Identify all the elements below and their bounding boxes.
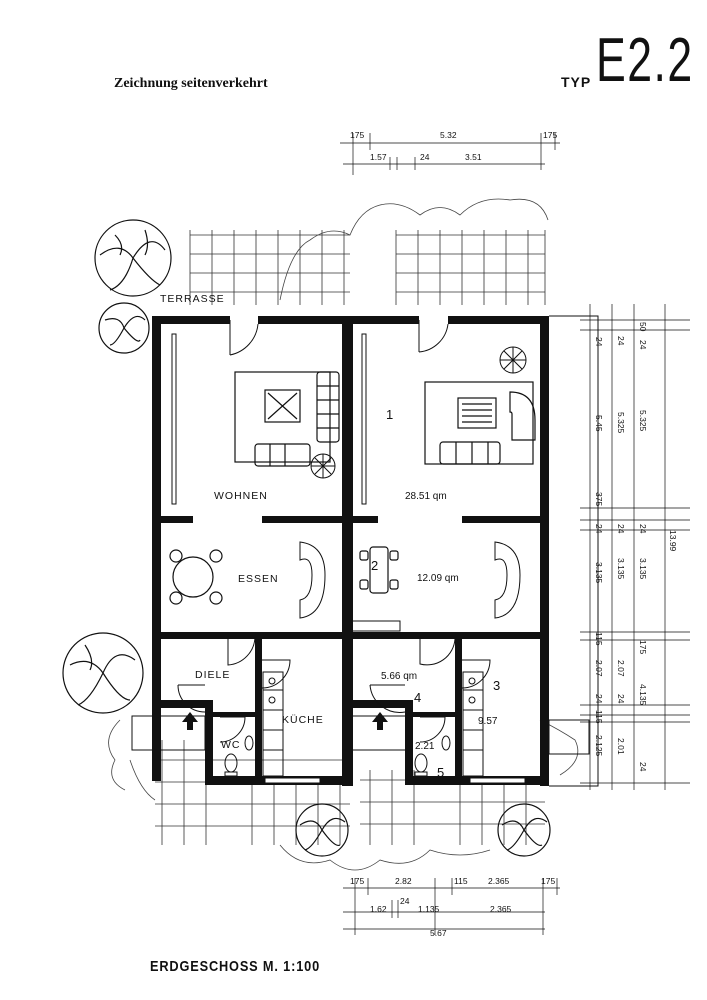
side-structure bbox=[549, 315, 599, 787]
dim-right-16: 24 bbox=[616, 694, 626, 704]
dim-right-24: 4.135 bbox=[638, 684, 648, 706]
terrace-paving bbox=[155, 230, 546, 845]
room-label-wohnen: WOHNEN bbox=[214, 490, 268, 502]
dim-right-25: 24 bbox=[638, 762, 648, 772]
type-code: E2.2 bbox=[596, 26, 694, 95]
dim-bottom-2: 2.82 bbox=[395, 876, 412, 886]
dim-right-3: 375 bbox=[594, 492, 604, 506]
dim-right-13: 24 bbox=[616, 524, 626, 534]
dim-right-22: 3.135 bbox=[638, 558, 648, 580]
dim-bottom-1: 175 bbox=[350, 876, 364, 886]
tree-icon bbox=[62, 632, 144, 714]
dim-top-6: 3.51 bbox=[465, 152, 482, 162]
entrance-canopy bbox=[131, 715, 590, 755]
dim-right-18: 50 bbox=[638, 322, 648, 332]
room-area-3: 9.57 bbox=[478, 716, 498, 727]
toilet-icon bbox=[414, 735, 451, 777]
dining-table bbox=[169, 549, 223, 605]
dim-top-1: 175 bbox=[350, 130, 364, 140]
dim-right-19: 24 bbox=[638, 340, 648, 350]
room-number-5: 5 bbox=[437, 765, 444, 780]
dim-right-9: 115 bbox=[594, 710, 604, 724]
dim-right-6: 115 bbox=[594, 632, 604, 646]
room-area-1: 28.51 qm bbox=[405, 491, 447, 502]
room-label-diele: DIELE bbox=[195, 669, 230, 681]
windows bbox=[171, 333, 526, 784]
room-number-3: 3 bbox=[493, 678, 500, 693]
dining-table bbox=[359, 546, 399, 594]
dim-bottom-5: 175 bbox=[541, 876, 555, 886]
dim-bottom-4: 2.365 bbox=[488, 876, 510, 886]
drawing-note: Zeichnung seitenverkehrt bbox=[114, 76, 268, 91]
dim-bottom-7: 24 bbox=[400, 896, 410, 906]
room-number-2: 2 bbox=[371, 558, 378, 573]
room-area-5: 2.21 bbox=[415, 741, 435, 752]
hedge-outline bbox=[108, 198, 579, 871]
tree-icon bbox=[295, 803, 349, 857]
dim-right-10: 2.125 bbox=[594, 735, 604, 757]
dim-top-2: 5.32 bbox=[440, 130, 457, 140]
plant-icon bbox=[499, 346, 527, 374]
dim-right-7: 2.07 bbox=[594, 660, 604, 677]
room-label-terrasse: TERRASSE bbox=[160, 293, 225, 305]
dim-right-17: 2.01 bbox=[616, 738, 626, 755]
dim-bottom-6: 1.62 bbox=[370, 904, 387, 914]
dim-right-23: 175 bbox=[638, 640, 648, 654]
dim-bottom-total: 5.67 bbox=[430, 928, 447, 938]
room-label-wc: WC bbox=[221, 739, 241, 751]
room-area-4: 5.66 qm bbox=[381, 671, 417, 682]
entrance-arrow-icon bbox=[182, 712, 388, 730]
dim-top-3: 175 bbox=[543, 130, 557, 140]
toilet-icon bbox=[224, 735, 254, 777]
dim-right-11: 24 bbox=[616, 336, 626, 346]
dim-right-1: 24 bbox=[594, 337, 604, 347]
floor-caption: ERDGESCHOSS M. 1:100 bbox=[150, 958, 321, 975]
dimension-lines-bottom bbox=[343, 878, 560, 935]
dim-bottom-8: 1.135 bbox=[418, 904, 440, 914]
dim-right-12: 5.325 bbox=[616, 412, 626, 434]
tree-icon bbox=[94, 219, 172, 297]
dim-right-8: 24 bbox=[594, 694, 604, 704]
room-area-2: 12.09 qm bbox=[417, 573, 459, 584]
room-number-4: 4 bbox=[414, 690, 421, 705]
dim-right-20: 5.325 bbox=[638, 410, 648, 432]
dim-right-14: 3.135 bbox=[616, 558, 626, 580]
room-label-essen: ESSEN bbox=[238, 573, 279, 585]
type-label: TYP bbox=[561, 74, 592, 90]
room-number-1: 1 bbox=[386, 407, 393, 422]
dim-right-total: 13.99 bbox=[668, 530, 678, 552]
dim-bottom-3: 115 bbox=[454, 876, 468, 886]
dim-right-2: 5.45 bbox=[594, 415, 604, 432]
interior-walls bbox=[161, 516, 542, 782]
room-label-kueche: KÜCHE bbox=[282, 714, 324, 726]
tree-icon bbox=[98, 302, 150, 354]
dimension-lines-right bbox=[580, 304, 690, 790]
sofa-set bbox=[234, 371, 340, 467]
dim-right-5: 3.135 bbox=[594, 562, 604, 584]
dimension-lines-top bbox=[340, 133, 560, 175]
dim-bottom-9: 2.365 bbox=[490, 904, 512, 914]
dim-top-4: 1.57 bbox=[370, 152, 387, 162]
kitchen-counter bbox=[262, 541, 521, 777]
dim-right-21: 24 bbox=[638, 524, 648, 534]
dim-top-5: 24 bbox=[420, 152, 430, 162]
plant-icon bbox=[310, 453, 336, 479]
dim-right-15: 2.07 bbox=[616, 660, 626, 677]
tree-icon bbox=[497, 803, 551, 857]
dim-right-4: 24 bbox=[594, 524, 604, 534]
sofa-set bbox=[424, 381, 536, 465]
